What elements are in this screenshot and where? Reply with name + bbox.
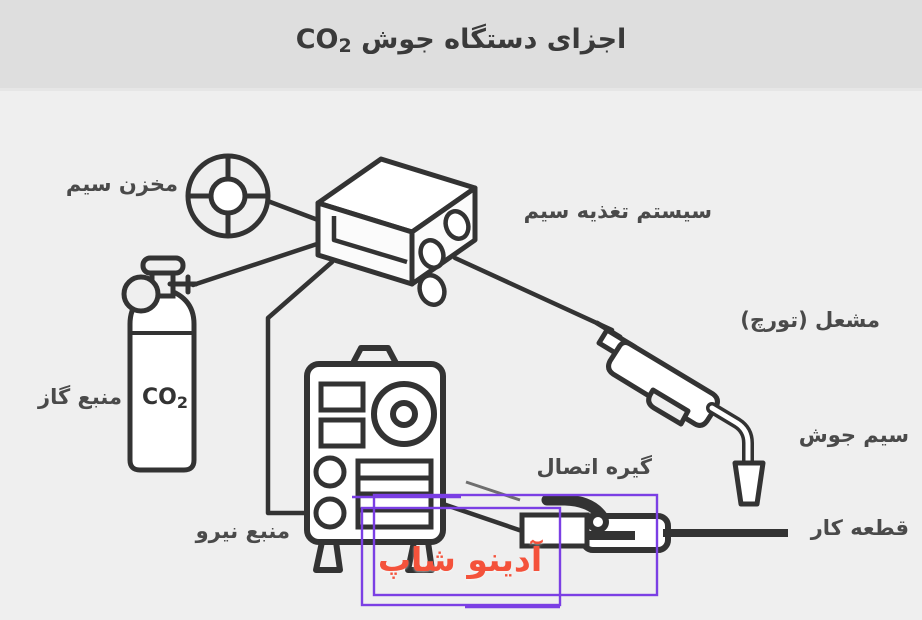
gas-formula-main: CO: [142, 385, 177, 410]
gas-cylinder-icon: [121, 255, 199, 473]
label-wire-spool: مخزن سیم: [65, 172, 178, 196]
header-band: [0, 0, 922, 88]
page-title-main: اجزای دستگاه جوش CO: [295, 24, 627, 55]
label-gas-source: منبع گاز: [38, 385, 122, 409]
cable-spool-to-feeder: [262, 197, 321, 223]
cable-feeder-to-power-source: [265, 259, 335, 516]
label-workpiece: قطعه کار: [810, 516, 909, 540]
cable-gas-to-feeder: [190, 240, 323, 288]
cable-feeder-to-torch: [452, 255, 615, 333]
page-title-subscript: 2: [338, 35, 352, 58]
watermark-label: آدینو شاپ: [377, 540, 543, 579]
page-title: اجزای دستگاه جوش CO2: [0, 24, 922, 57]
gas-formula-label: CO2: [142, 385, 188, 412]
header-divider: [0, 88, 922, 91]
watermark-rect-outer: [360, 506, 562, 607]
leader-ground-clamp: [465, 480, 521, 502]
label-power-source: منبع نیرو: [195, 519, 290, 543]
label-ground-clamp: گیره اتصال: [536, 455, 652, 479]
ground-clamp-icon: [519, 494, 671, 553]
label-welding-wire: سیم جوش: [798, 423, 909, 447]
wire-feeder-icon: [315, 156, 478, 307]
torch-icon: [594, 320, 766, 507]
label-wire-feed-system: سیستم تغذیه سیم: [523, 199, 712, 223]
wire-spool-icon: [185, 153, 271, 239]
label-leader-lines: [465, 480, 521, 502]
watermark-rect-inner: [372, 493, 659, 597]
label-torch: مشعل (تورچ): [740, 308, 880, 332]
gas-formula-subscript: 2: [176, 393, 188, 412]
